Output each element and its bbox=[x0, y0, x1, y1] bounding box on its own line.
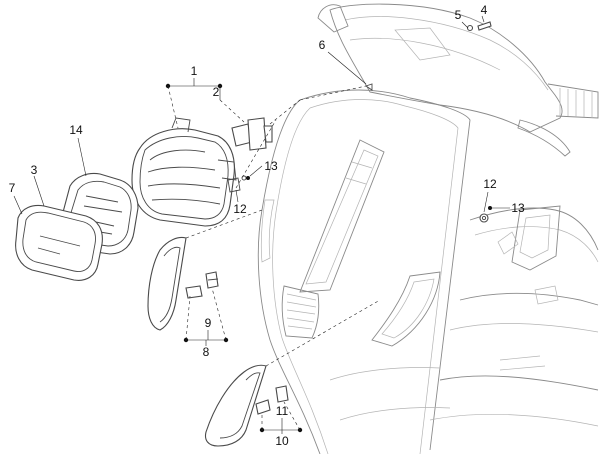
callout-1: 1 bbox=[190, 64, 198, 78]
right-turn-indicator bbox=[204, 364, 289, 447]
callout-10: 10 bbox=[275, 434, 289, 448]
left-turn-indicator bbox=[147, 236, 219, 331]
callout-3: 3 bbox=[30, 163, 38, 177]
fasteners bbox=[241, 21, 492, 223]
callout-7: 7 bbox=[8, 181, 16, 195]
callout-13-shield: 13 bbox=[511, 201, 525, 215]
headlamp-assembly bbox=[131, 117, 241, 227]
callout-12-headlamp: 12 bbox=[233, 202, 247, 216]
callout-8: 8 bbox=[202, 345, 210, 359]
callout-2: 2 bbox=[212, 85, 220, 99]
callout-13-headlamp: 13 bbox=[264, 159, 278, 173]
callout-4: 4 bbox=[480, 3, 488, 17]
callout-11: 11 bbox=[275, 404, 289, 418]
headlamp-bulb bbox=[231, 117, 273, 151]
scooter-front-shield bbox=[257, 3, 599, 454]
callout-12-shield: 12 bbox=[483, 177, 497, 191]
headlamp-chrome-ring bbox=[15, 204, 103, 281]
callout-5: 5 bbox=[454, 8, 462, 22]
callout-leaders bbox=[13, 15, 510, 434]
callout-14: 14 bbox=[69, 123, 83, 137]
callout-9: 9 bbox=[204, 316, 212, 330]
callout-6: 6 bbox=[318, 38, 326, 52]
